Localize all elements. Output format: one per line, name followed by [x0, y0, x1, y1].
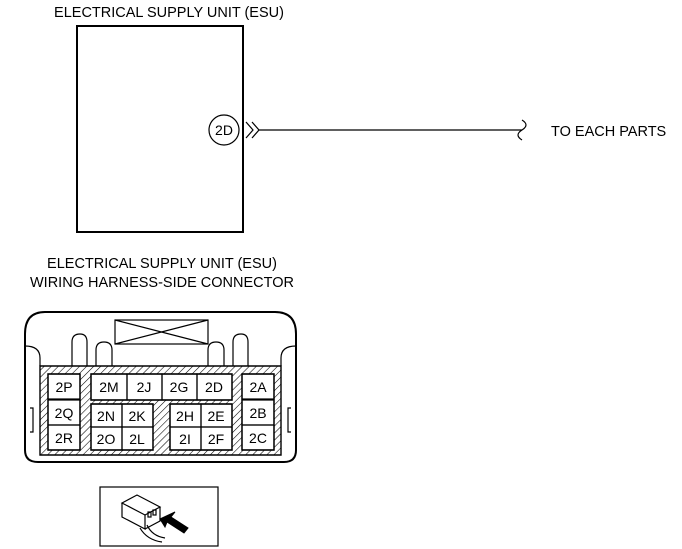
connector-title-line-1: ELECTRICAL SUPPLY UNIT (ESU): [47, 256, 277, 272]
pin-2p: 2P: [55, 379, 72, 395]
esu-title: ELECTRICAL SUPPLY UNIT (ESU): [54, 5, 284, 21]
connector-symbol: [245, 121, 260, 139]
pin-2j: 2J: [137, 379, 152, 395]
destination-label: TO EACH PARTS: [551, 124, 666, 140]
connector-pin-cells: [47, 373, 275, 451]
esu-box: [76, 25, 244, 233]
wire-break-mark: [517, 119, 527, 141]
pin-2c: 2C: [249, 430, 267, 446]
pin-2e: 2E: [207, 408, 224, 424]
connector-pin-labels: 2P 2Q 2R 2M 2J 2G 2D 2N 2K 2O 2L 2H 2E 2…: [55, 379, 268, 447]
pin-2d: 2D: [205, 379, 223, 395]
view-direction-inset: [99, 486, 219, 547]
pin-2g: 2G: [170, 379, 189, 395]
pin-2f: 2F: [208, 431, 224, 447]
pin-2n: 2N: [97, 408, 115, 424]
pin-2o: 2O: [97, 431, 116, 447]
pin-2i: 2I: [179, 431, 191, 447]
terminal-2d-label: 2D: [215, 122, 233, 138]
connector-guide-ribs: [24, 333, 297, 433]
terminal-2d-circle: [208, 114, 240, 146]
connector-hatched-frame: [39, 365, 282, 456]
pin-2l: 2L: [129, 431, 145, 447]
connector-lock-tab: [114, 319, 209, 345]
pin-2q: 2Q: [55, 405, 74, 421]
connector-title-line-2: WIRING HARNESS-SIDE CONNECTOR: [30, 275, 294, 291]
pin-2r: 2R: [55, 430, 73, 446]
connector-housing: [24, 311, 297, 463]
pin-2k: 2K: [128, 408, 146, 424]
view-arrow-icon: [159, 511, 189, 534]
pin-2h: 2H: [176, 408, 194, 424]
small-connector-icon: [120, 494, 166, 543]
pin-2a: 2A: [249, 379, 267, 395]
pin-2m: 2M: [99, 379, 118, 395]
pin-2b: 2B: [249, 405, 266, 421]
